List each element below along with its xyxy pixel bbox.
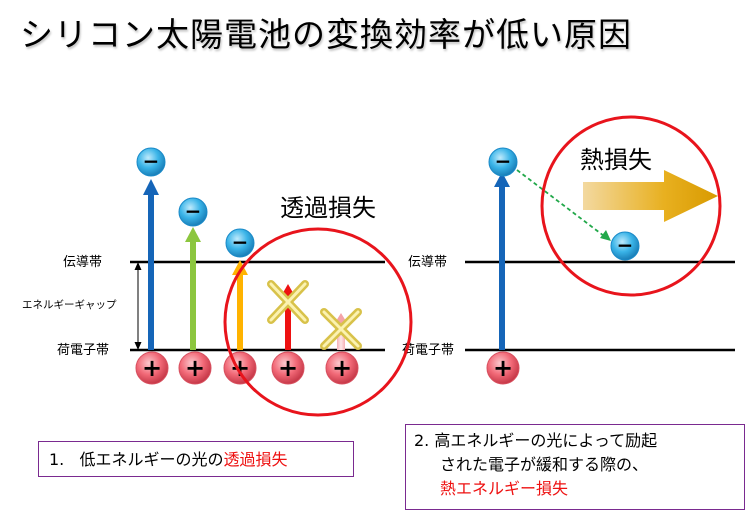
- note-transmission-loss: 1. 低エネルギーの光の透過損失: [38, 441, 354, 477]
- cross-mark-icon: [267, 280, 309, 324]
- electron-icon: −: [178, 197, 208, 227]
- hole-icon: +: [486, 351, 520, 385]
- note1-text: 低エネルギーの光の: [79, 450, 224, 469]
- hole-icon: +: [135, 351, 169, 385]
- note2-number: 2.: [414, 431, 430, 450]
- svg-text:−: −: [617, 233, 634, 257]
- electron-icon: −: [225, 228, 255, 258]
- note2-highlight: 熱エネルギー損失: [440, 479, 569, 498]
- svg-text:−: −: [232, 230, 249, 254]
- note1-number: 1.: [49, 450, 65, 469]
- conduction-band-label-left: 伝導帯: [63, 255, 102, 270]
- svg-text:−: −: [185, 199, 202, 223]
- svg-text:+: +: [332, 354, 352, 382]
- electron-icon: −: [488, 147, 518, 177]
- valence-band-label-left: 荷電子帯: [57, 343, 109, 358]
- cross-mark-icon: [320, 308, 362, 350]
- conduction-band-label-right: 伝導帯: [408, 255, 447, 270]
- thermal-loss-circle: [540, 115, 722, 297]
- thermal-loss-label: 熱損失: [580, 146, 652, 174]
- hole-icon: +: [178, 351, 212, 385]
- photon-arrow-orange: [232, 260, 248, 350]
- page-title: シリコン太陽電池の変換効率が低い原因: [20, 15, 632, 54]
- transmission-loss-label: 透過損失: [280, 194, 376, 222]
- svg-text:+: +: [142, 354, 162, 382]
- band-gap-label: エネルギーギャップ: [22, 299, 117, 311]
- svg-text:+: +: [185, 354, 205, 382]
- note2-line2: された電子が緩和する際の、: [440, 455, 649, 474]
- svg-text:+: +: [493, 354, 513, 382]
- band-gap-bracket: [134, 262, 142, 350]
- svg-text:−: −: [143, 149, 160, 173]
- note1-highlight: 透過損失: [223, 450, 288, 469]
- photon-arrow-green: [185, 227, 201, 350]
- valence-band-label-right: 荷電子帯: [402, 343, 454, 358]
- hole-icon: +: [223, 351, 257, 385]
- thermal-arrow-icon: [583, 170, 718, 222]
- svg-text:−: −: [495, 149, 512, 173]
- relaxation-arrow: [516, 169, 611, 241]
- electron-icon: −: [610, 231, 640, 261]
- svg-text:+: +: [278, 354, 298, 382]
- electron-icon: −: [136, 147, 166, 177]
- photon-arrow-blue-left: [143, 179, 159, 350]
- note-thermal-loss: 2. 高エネルギーの光によって励起 された電子が緩和する際の、 熱エネルギー損失: [405, 424, 745, 510]
- hole-icon: +: [325, 351, 359, 385]
- photon-arrow-blue-right: [494, 172, 510, 350]
- transmission-loss-circle: [223, 227, 413, 417]
- hole-icon: +: [271, 351, 305, 385]
- note2-line1: 高エネルギーの光によって励起: [434, 431, 658, 450]
